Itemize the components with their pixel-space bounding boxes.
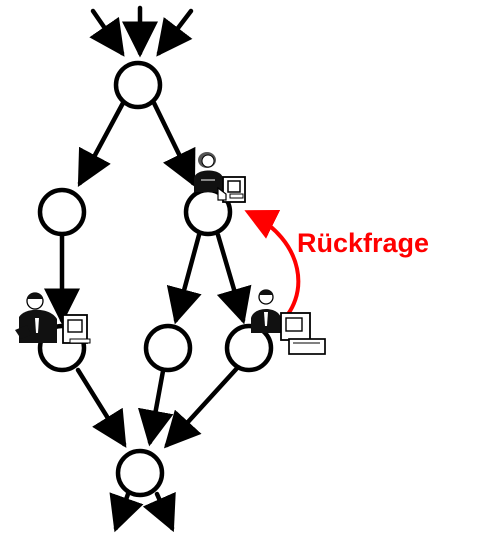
- node-top: [113, 60, 163, 110]
- rueckfrage-label: Rückfrage: [297, 228, 429, 258]
- edge-right-to-lower-middle: [166, 232, 202, 325]
- edge-top-to-left: [77, 100, 126, 187]
- person-at-computer-icon: [15, 292, 91, 344]
- edge-top-to-right: [151, 100, 196, 188]
- edge-lower-right-to-bottom: [163, 363, 242, 449]
- outgoing-arrow-left: [109, 491, 144, 533]
- node-middle-left: [37, 187, 87, 237]
- edge-right-to-lower-right: [215, 232, 252, 325]
- node-bottom: [115, 448, 165, 498]
- node-lower-middle: [143, 323, 193, 373]
- rueckfrage-arc: [244, 210, 301, 328]
- person-at-computer-icon: [251, 289, 326, 355]
- node-lower-right: [224, 323, 274, 373]
- person-at-computer-icon: [194, 152, 246, 203]
- edge-lower-left-to-bottom: [75, 367, 127, 448]
- outgoing-arrow-right: [142, 491, 176, 533]
- incoming-arrow-left: [89, 8, 125, 57]
- incoming-arrow-right: [156, 8, 194, 57]
- edge-lower-middle-to-bottom: [137, 368, 174, 447]
